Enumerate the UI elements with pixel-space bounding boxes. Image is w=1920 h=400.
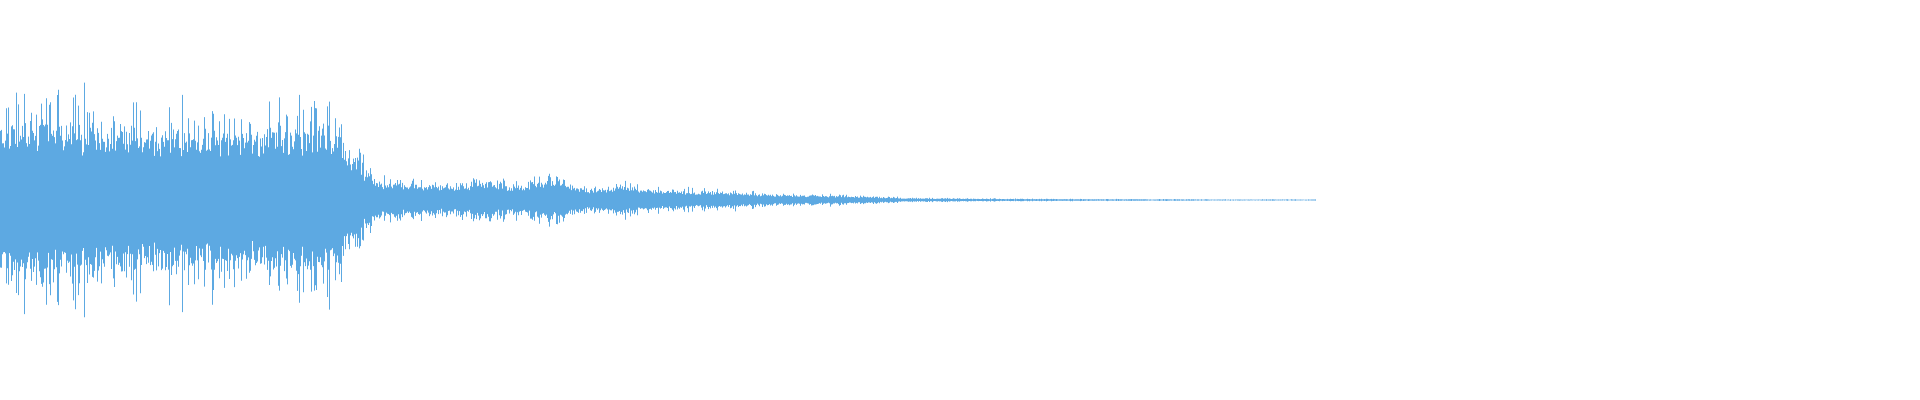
waveform-trace (0, 82, 1316, 318)
